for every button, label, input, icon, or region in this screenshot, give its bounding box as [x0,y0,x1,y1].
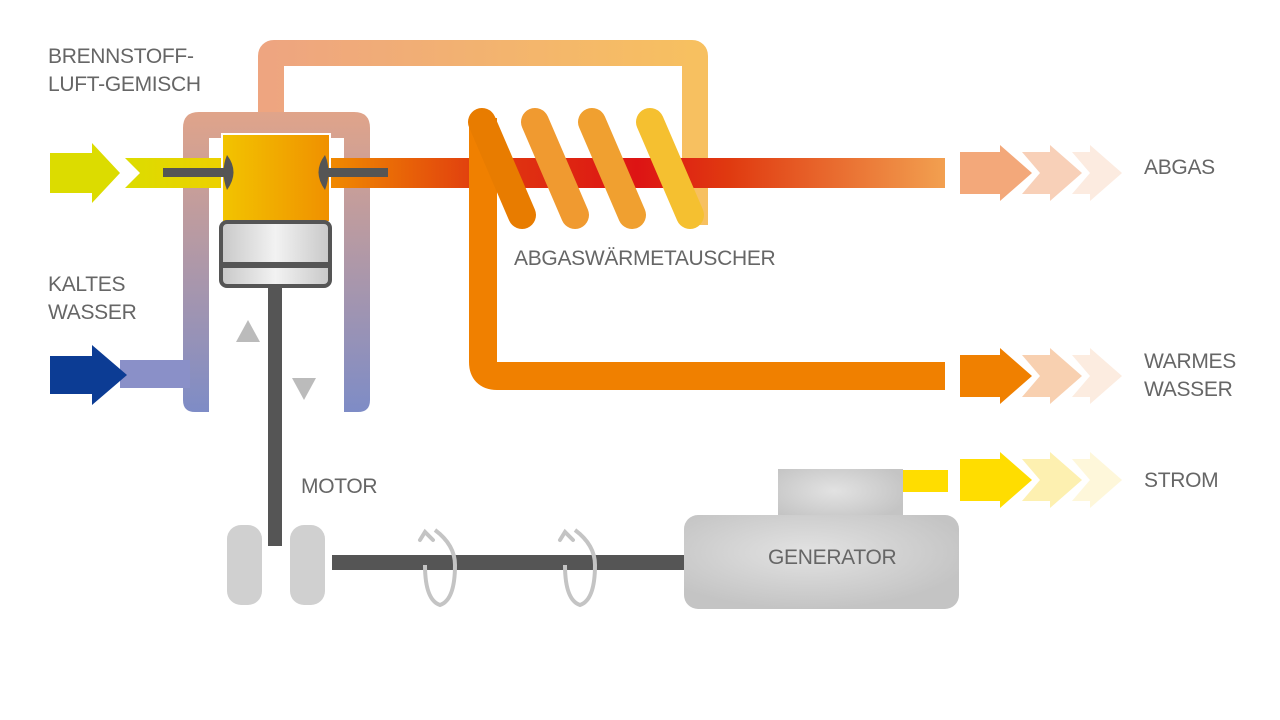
connecting-rod [268,288,282,546]
combustion-chamber [221,133,331,223]
rotation-arrow-icon [418,528,598,608]
fuel-arrow [50,143,120,203]
flywheel-left [227,525,262,605]
water-jacket [183,112,370,412]
label-power: STROM [1144,469,1219,492]
label-line: BRENNSTOFF- [48,45,194,68]
flywheel-right [290,525,325,605]
piston [219,220,332,288]
label-exhaust: ABGAS [1144,156,1215,179]
label-cold-water: KALTES WASSER [48,271,137,327]
heat-exchanger-coil [468,108,704,229]
power-cable [903,470,948,492]
label-fuel-air: BRENNSTOFF- LUFT-GEMISCH [48,43,201,99]
warm-water-output-arrows [960,348,1122,404]
drive-shaft [332,555,688,570]
label-line: WASSER [1144,378,1233,401]
label-generator: GENERATOR [768,546,897,569]
label-motor: MOTOR [301,475,378,498]
power-output-arrows [960,452,1122,508]
piston-ring [221,262,330,268]
generator-body [684,515,959,609]
label-heat-exchanger: ABGASWÄRMETAUSCHER [514,247,776,270]
exhaust-output-arrows [960,145,1122,201]
generator-top [778,469,903,524]
cold-water-arrow [50,345,127,405]
up-arrow-icon [236,320,260,342]
label-line: LUFT-GEMISCH [48,73,201,96]
valves [163,155,388,190]
cold-water-pipe [120,360,190,388]
down-arrow-icon [292,378,316,400]
label-line: WARMES [1144,350,1236,373]
label-warm-water: WARMES WASSER [1144,348,1236,404]
label-line: KALTES [48,273,126,296]
top-pipe [258,40,708,225]
warm-water-pipe [469,118,945,390]
label-line: WASSER [48,301,137,324]
